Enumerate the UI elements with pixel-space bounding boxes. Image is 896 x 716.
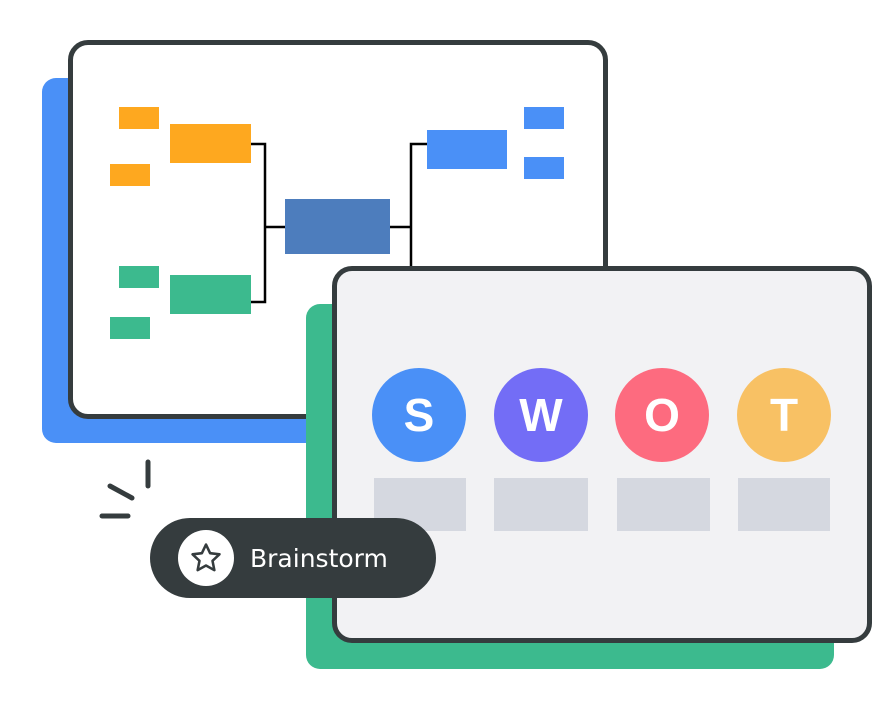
swot-o-placeholder [617,478,710,531]
connector-left [251,142,285,304]
swot-t-circle: T [737,368,831,462]
swot-w-placeholder [494,478,588,531]
swot-t-placeholder [738,478,830,531]
connector-right [390,142,427,268]
brainstorm-badge: Brainstorm [150,518,436,598]
green-node-small [119,266,159,288]
blue-node-small [524,157,564,179]
blue-node-main [427,130,507,169]
green-node-small [110,317,150,339]
swot-s-circle: S [372,368,466,462]
star-icon [178,530,234,586]
swot-w-circle: W [494,368,588,462]
orange-node-small [110,164,150,186]
orange-node-main [170,124,251,163]
orange-node-small [119,107,159,129]
blue-node-small [524,107,564,129]
spark-lines [99,459,151,519]
center-node [285,199,390,254]
brainstorm-label: Brainstorm [250,543,388,573]
green-node-main [170,275,251,314]
swot-o-circle: O [615,368,709,462]
